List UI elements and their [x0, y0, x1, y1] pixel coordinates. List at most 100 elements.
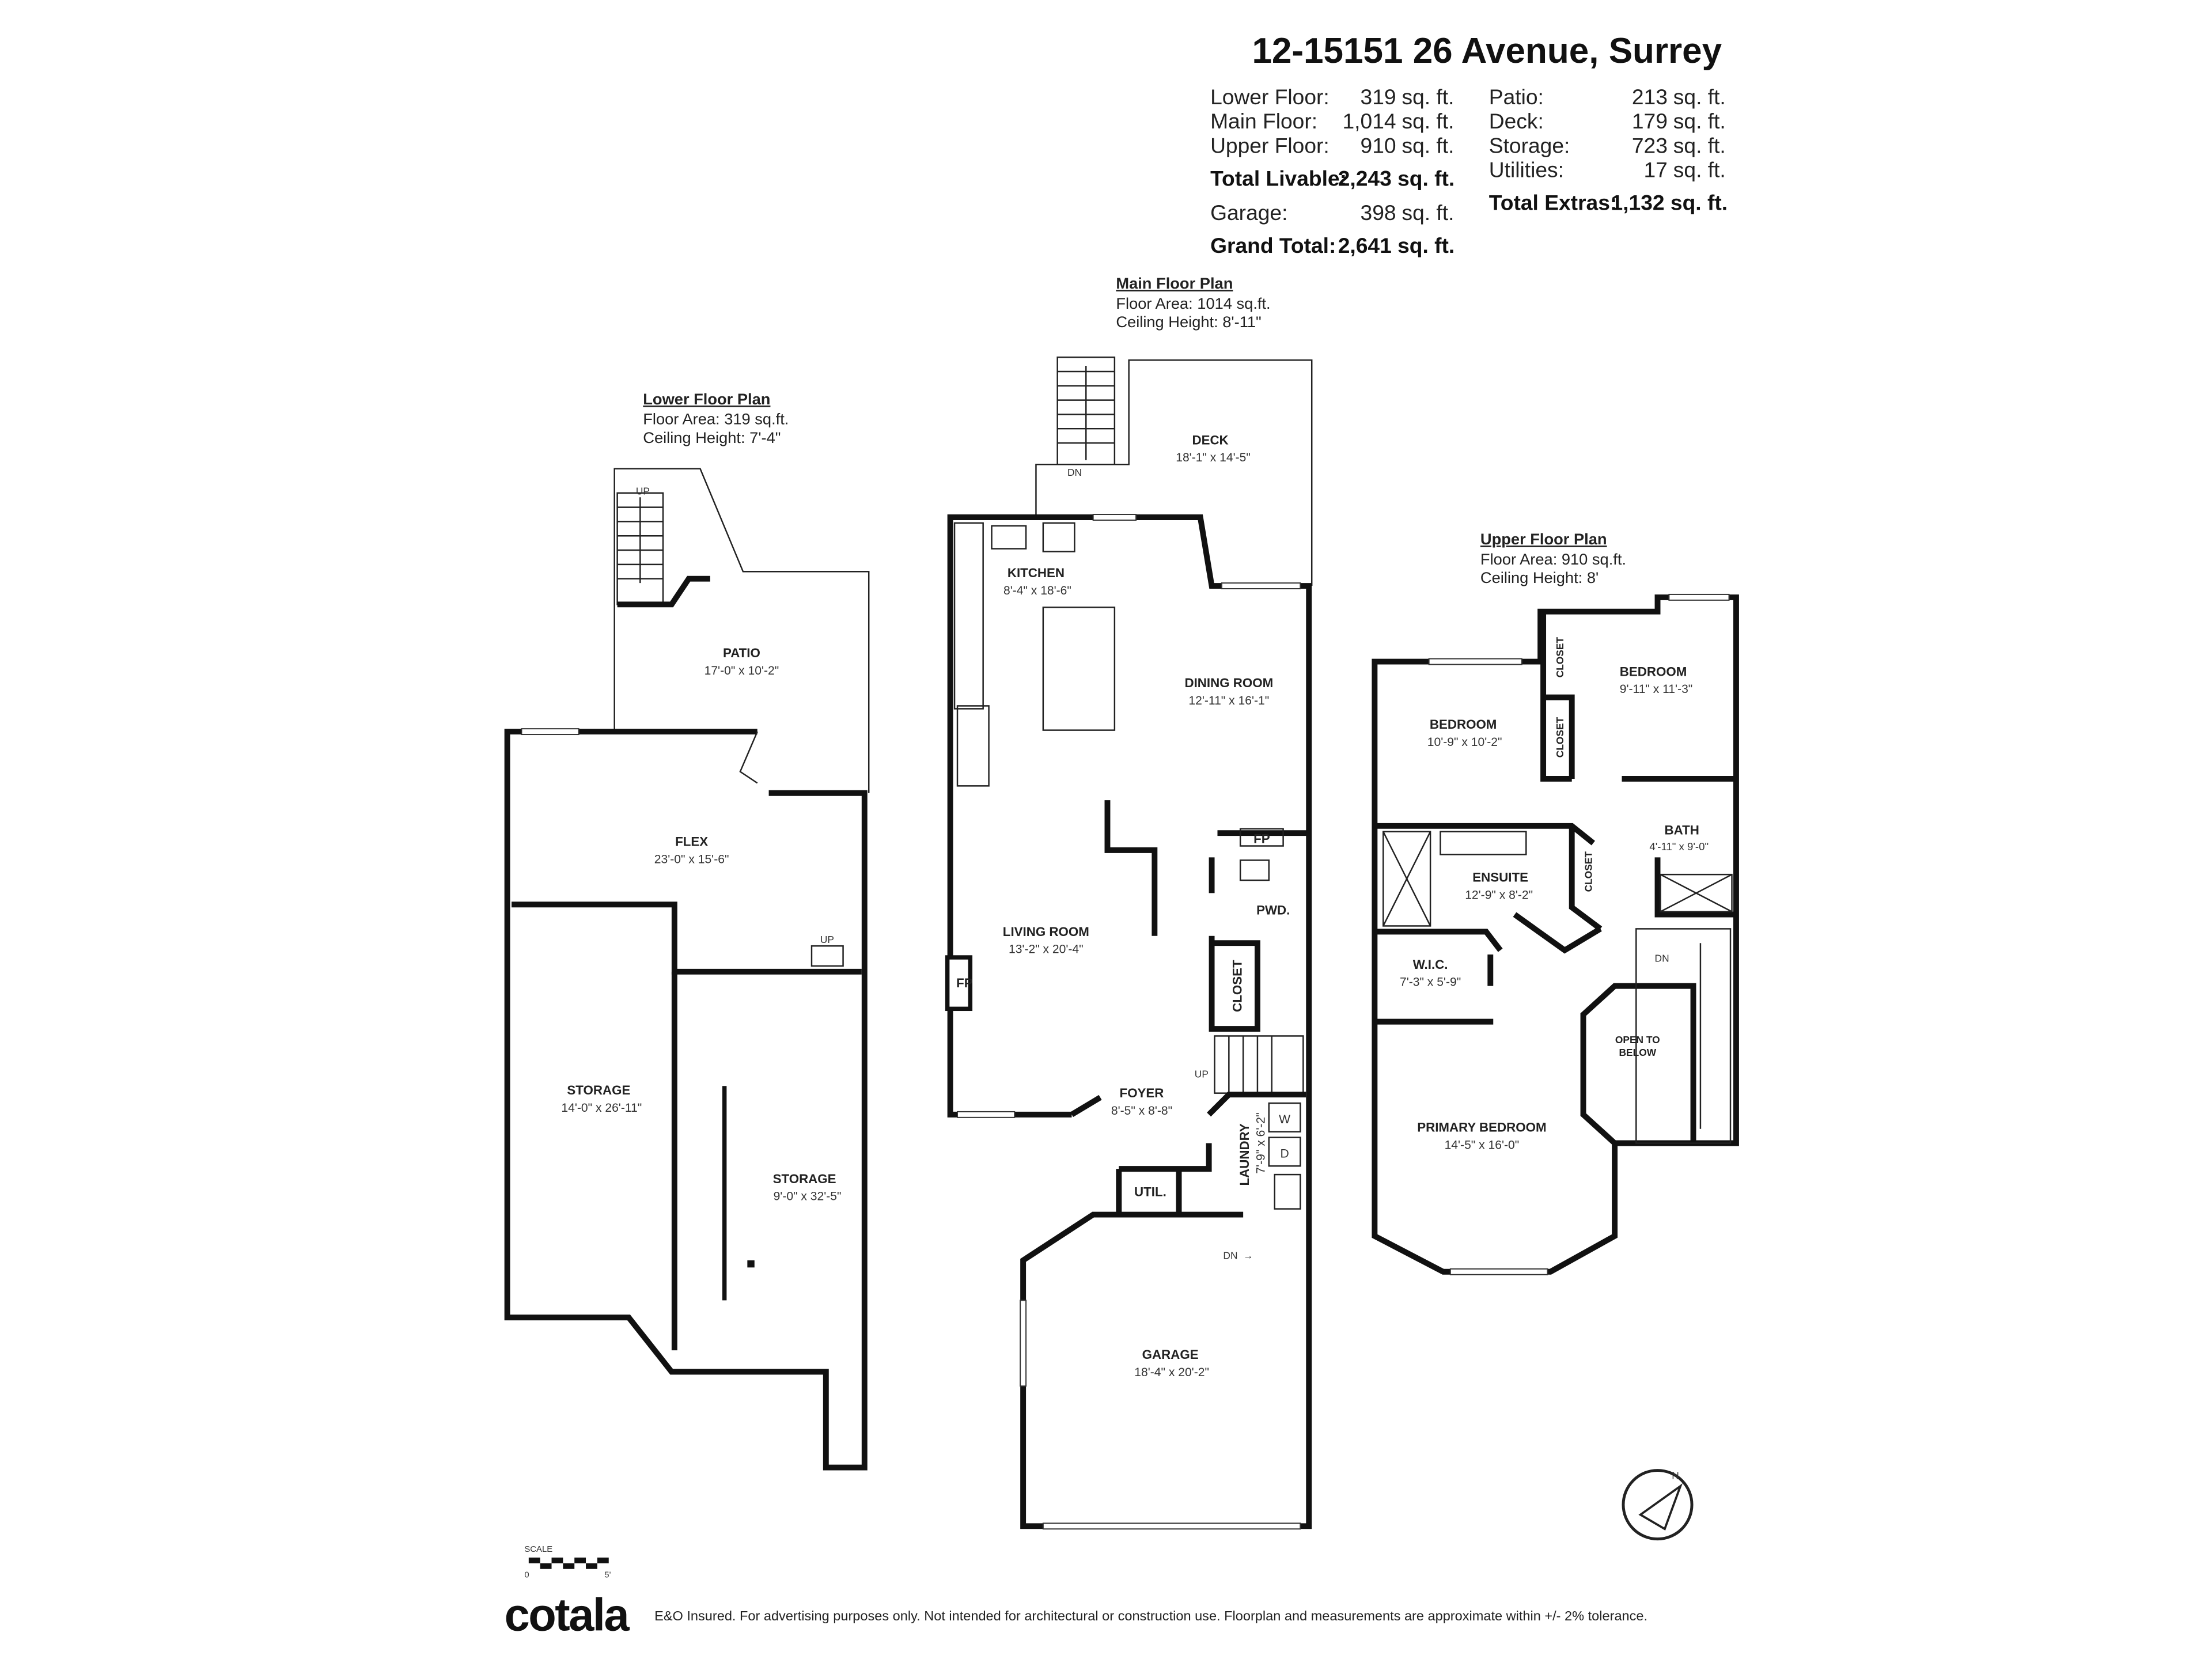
scale-label: SCALE — [524, 1545, 552, 1554]
living-partition-wall — [1104, 800, 1158, 936]
room-name: STORAGE — [567, 1083, 630, 1097]
summary-unit: sq. ft. — [1673, 158, 1726, 182]
disclaimer: E&O Insured. For advertising purposes on… — [654, 1608, 1647, 1623]
summary-label: Utilities: — [1489, 158, 1564, 182]
summary-value: 213 — [1632, 85, 1668, 109]
area-summary-left: Lower Floor: 319 sq. ft. Main Floor: 1,0… — [1210, 85, 1455, 257]
summary-unit: sq. ft. — [1673, 133, 1726, 157]
compass-icon: N — [1622, 1469, 1694, 1541]
room-name: W.I.C. — [1413, 957, 1448, 972]
deck-stairs — [1056, 356, 1116, 465]
fireplace-label: FP — [1253, 832, 1270, 846]
room-dim: BELOW — [1619, 1047, 1656, 1058]
patio-outline — [613, 468, 870, 793]
summary-label: Main Floor: — [1210, 109, 1317, 133]
room-name: BEDROOM — [1430, 717, 1497, 732]
room-name: KITCHEN — [1007, 566, 1065, 580]
room-dim: 7'-3" x 5'-9" — [1400, 976, 1461, 989]
garage-label: Garage: — [1210, 200, 1287, 225]
room-dim: 8'-5" x 8'-8" — [1111, 1104, 1172, 1118]
room-dim: 4'-11" x 9'-0" — [1649, 840, 1709, 853]
dn-label: DN — [1223, 1249, 1237, 1261]
room-name: FOYER — [1120, 1086, 1164, 1100]
north-label: N — [1672, 1469, 1679, 1481]
room-dim: 12'-9" x 8'-2" — [1465, 888, 1533, 902]
grand-total-label: Grand Total: — [1210, 233, 1336, 257]
grand-total-value: 2,641 sq. ft. — [1338, 233, 1455, 257]
summary-value: 910 — [1361, 133, 1396, 157]
summary-unit: sq. ft. — [1673, 109, 1726, 133]
scale-bar: SCALE 0 5' — [524, 1545, 611, 1580]
upper-heading: Upper Floor Plan — [1480, 530, 1607, 548]
room-name: PRIMARY BEDROOM — [1417, 1120, 1546, 1135]
lower-heading: Lower Floor Plan — [643, 390, 770, 408]
main-stairs — [1214, 1035, 1304, 1094]
summary-label: Patio: — [1489, 85, 1544, 109]
lower-area: Floor Area: 319 sq.ft. — [643, 410, 789, 428]
summary-value: 1,014 — [1343, 109, 1396, 133]
room-dim: 18'-4" x 20'-2" — [1134, 1366, 1209, 1379]
summary-value: 17 — [1644, 158, 1668, 182]
room-dim: 14'-0" x 26'-11" — [561, 1101, 642, 1115]
dn-label: DN — [1655, 952, 1669, 964]
room-dim: 23'-0" x 15'-6" — [654, 853, 729, 866]
room-name: PWD. — [1256, 903, 1290, 918]
total-livable-label: Total Livable: — [1210, 166, 1347, 190]
total-livable-value: 2,243 sq. ft. — [1338, 166, 1455, 190]
dn-label: DN — [1067, 467, 1082, 478]
room-name: ENSUITE — [1472, 870, 1528, 885]
total-extras-value: 1,132 sq. ft. — [1611, 191, 1728, 215]
scale-max: 5' — [604, 1571, 611, 1580]
lower-floor-plan: Lower Floor Plan Floor Area: 319 sq.ft. … — [504, 390, 870, 1471]
summary-label: Lower Floor: — [1210, 85, 1330, 109]
garage-value: 398 — [1361, 200, 1396, 225]
room-dim: 13'-2" x 20'-4" — [1009, 943, 1084, 956]
room-name: UTIL. — [1134, 1184, 1166, 1199]
room-dim: 7'-9" x 6'-2" — [1254, 1112, 1267, 1173]
lower-exterior-wall — [504, 729, 868, 1471]
deck-outline — [1035, 359, 1313, 586]
room-name: LIVING ROOM — [1003, 925, 1089, 939]
summary-unit: sq. ft. — [1402, 133, 1454, 157]
arrow-icon: → — [1243, 1249, 1253, 1261]
summary-unit: sq. ft. — [1673, 85, 1726, 109]
room-dim: 18'-1" x 14'-5" — [1176, 451, 1251, 464]
up-label: UP — [820, 934, 834, 945]
upper-ceiling: Ceiling Height: 8' — [1480, 569, 1599, 586]
washer-label: W — [1279, 1113, 1290, 1126]
room-name: GARAGE — [1142, 1347, 1199, 1362]
room-name: BATH — [1665, 823, 1699, 838]
dryer-label: D — [1280, 1147, 1289, 1160]
summary-label: Upper Floor: — [1210, 133, 1330, 157]
main-area: Floor Area: 1014 sq.ft. — [1116, 294, 1270, 312]
summary-value: 179 — [1632, 109, 1668, 133]
main-heading: Main Floor Plan — [1116, 274, 1233, 292]
room-dim: 9'-11" x 11'-3" — [1620, 683, 1693, 696]
room-name: LAUNDRY — [1237, 1123, 1252, 1185]
room-name: BEDROOM — [1620, 664, 1687, 679]
room-name: OPEN TO — [1615, 1034, 1660, 1046]
summary-unit: sq. ft. — [1402, 85, 1454, 109]
room-dim: 9'-0" x 32'-5" — [774, 1190, 842, 1203]
summary-label: Deck: — [1489, 109, 1544, 133]
area-summary-right: Patio: 213 sq. ft. Deck: 179 sq. ft. Sto… — [1489, 85, 1728, 215]
closet-label: CLOSET — [1582, 851, 1594, 892]
up-label: UP — [1195, 1068, 1209, 1080]
main-floor-plan: Main Floor Plan Floor Area: 1014 sq.ft. … — [945, 274, 1313, 1530]
upper-floor-plan: Upper Floor Plan Floor Area: 910 sq.ft. … — [1372, 530, 1739, 1275]
cotala-logo: cotala — [505, 1589, 630, 1640]
closet-label: CLOSET — [1554, 637, 1566, 677]
total-extras-label: Total Extras: — [1489, 191, 1618, 215]
open-to-below — [1580, 983, 1696, 1146]
summary-label: Storage: — [1489, 133, 1570, 157]
lower-stairs — [616, 492, 710, 608]
room-name: CLOSET — [1230, 960, 1245, 1012]
room-name: DECK — [1192, 433, 1228, 447]
summary-value: 319 — [1361, 85, 1396, 109]
main-exterior-wall — [947, 514, 1312, 1529]
room-dim: 12'-11" x 16'-1" — [1188, 694, 1269, 707]
summary-value: 723 — [1632, 133, 1668, 157]
lower-interior-wall — [512, 902, 862, 975]
room-name: DINING ROOM — [1184, 676, 1273, 690]
scale-min: 0 — [524, 1571, 529, 1580]
